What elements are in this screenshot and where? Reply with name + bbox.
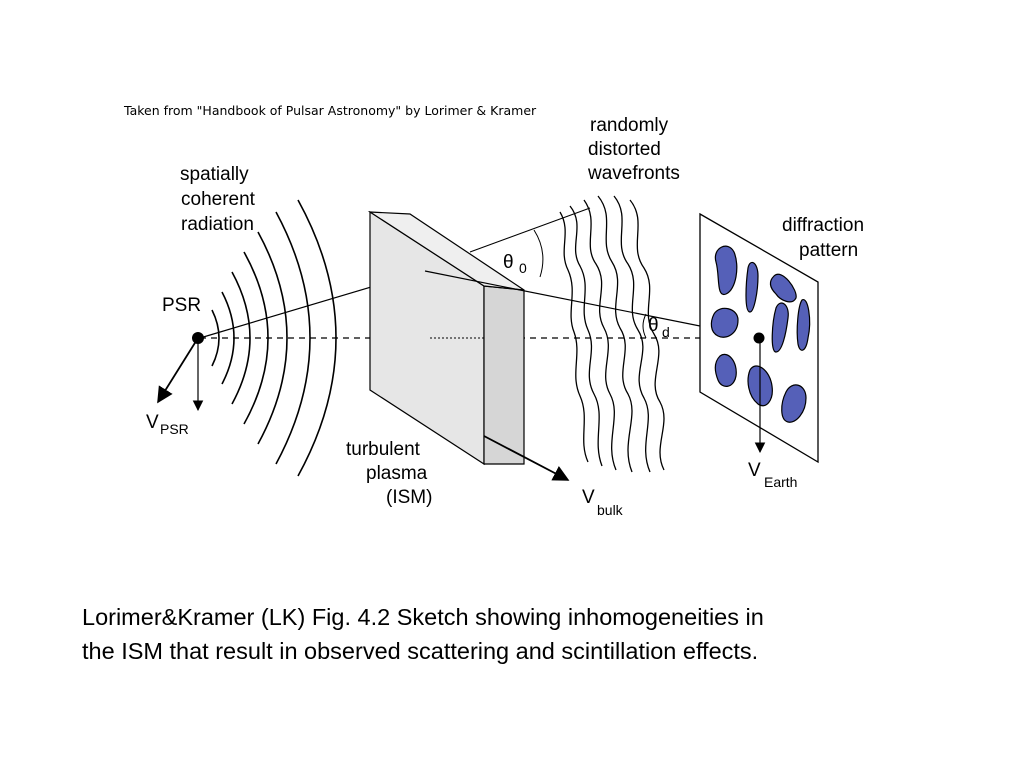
label-plasma: plasma	[366, 463, 428, 484]
label-ism: (ISM)	[386, 487, 432, 508]
distorted-wavefronts	[559, 195, 665, 473]
diffraction-blob	[714, 353, 737, 387]
distorted-wavefront	[583, 199, 617, 471]
distorted-wavefront	[559, 211, 589, 463]
label-diffraction: diffraction	[782, 215, 864, 236]
label-radiation: radiation	[181, 214, 254, 235]
label-spatially: spatially	[180, 164, 249, 185]
label-distorted: distorted	[588, 139, 661, 160]
label-theta0-symbol: θ	[503, 252, 514, 273]
coherent-wavefronts	[211, 199, 337, 477]
label-vearth-v: V	[748, 460, 761, 481]
source-credit: Taken from "Handbook of Pulsar Astronomy…	[123, 103, 537, 118]
diffraction-blob	[714, 245, 738, 295]
slab-side-face	[483, 285, 525, 465]
diffraction-blob	[781, 384, 807, 423]
label-vbulk-v: V	[582, 487, 595, 508]
figure-caption: Lorimer&Kramer (LK) Fig. 4.2 Sketch show…	[82, 600, 982, 668]
caption-line-1: Lorimer&Kramer (LK) Fig. 4.2 Sketch show…	[82, 604, 764, 630]
wavefront-arc	[275, 211, 311, 465]
label-psr: PSR	[162, 295, 201, 316]
label-turbulent: turbulent	[346, 439, 421, 460]
distorted-wavefront	[629, 199, 665, 471]
thetad-arc	[642, 313, 647, 339]
label-thetad-sub: d	[662, 324, 670, 340]
diffraction-blob	[745, 261, 759, 313]
observer-point	[753, 332, 765, 344]
caption-line-2: the ISM that result in observed scatteri…	[82, 638, 759, 664]
diffraction-blob	[771, 302, 789, 353]
label-vbulk-sub: bulk	[597, 502, 624, 518]
plasma-slab	[367, 210, 525, 466]
label-wavefronts: wavefronts	[587, 163, 680, 184]
slab-top-face	[367, 211, 525, 291]
diffraction-blob	[769, 273, 797, 303]
distorted-wavefront	[613, 195, 651, 473]
label-pattern: pattern	[799, 240, 858, 261]
label-coherent: coherent	[181, 189, 256, 210]
label-thetad-symbol: θ	[648, 315, 659, 336]
pulsar-point	[192, 332, 204, 344]
bulk-velocity-arrow	[483, 435, 570, 481]
diffraction-blob	[710, 307, 739, 338]
label-randomly: randomly	[590, 115, 669, 136]
theta0-arc	[533, 229, 544, 278]
wavefront-arc	[257, 231, 288, 445]
psr-velocity-arrow	[157, 337, 199, 404]
label-vpsr-v: V	[146, 412, 159, 433]
distorted-wavefront	[597, 195, 633, 473]
distorted-wavefront	[569, 205, 603, 467]
label-vearth-sub: Earth	[764, 474, 797, 490]
diffraction-blob	[796, 299, 811, 351]
label-vpsr-sub: PSR	[160, 421, 189, 437]
angle-reference-line	[469, 207, 591, 253]
label-theta0-sub: 0	[519, 260, 527, 276]
wavefront-arc	[211, 309, 220, 367]
scattering-diagram: Taken from "Handbook of Pulsar Astronomy…	[123, 103, 864, 518]
